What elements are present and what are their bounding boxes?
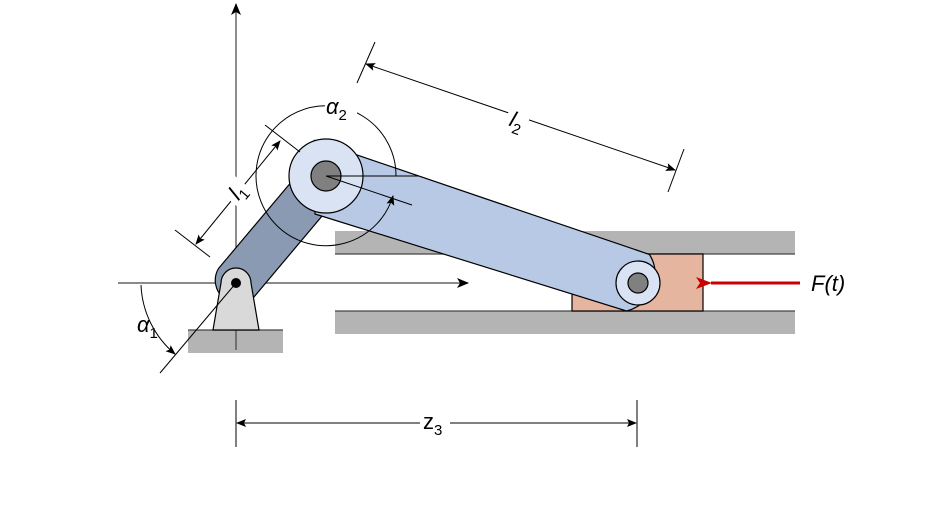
l2-extension-left <box>356 41 376 84</box>
alpha2-rod-line <box>325 175 413 206</box>
alpha1-arc <box>140 284 176 355</box>
alpha1-label: α1 <box>137 312 158 342</box>
slider-pin <box>627 272 649 294</box>
alpha2-label: α2 <box>326 94 347 124</box>
l1-extension-top <box>264 124 301 153</box>
alpha2-label-bg <box>325 96 357 120</box>
z3-label: z3 <box>423 409 442 439</box>
force-label: F(t) <box>811 271 845 296</box>
l1-extension-bottom <box>174 229 211 258</box>
pivot-support <box>212 267 260 331</box>
lower-guide-rail <box>335 311 795 334</box>
z3-label-bg <box>420 410 450 436</box>
alpha1-crank-extension <box>159 282 237 374</box>
l1-label-bg <box>220 175 254 209</box>
connecting-rod[interactable] <box>313 139 656 312</box>
l2-extension-right <box>667 148 685 193</box>
l2-label-bg <box>502 105 532 137</box>
